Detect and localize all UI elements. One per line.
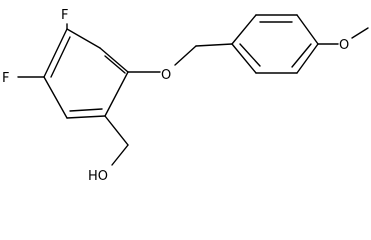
ch2-oh-bond [111,144,129,166]
fluorine-atom-lower: F [2,71,9,86]
o-ch2-bond [174,45,197,66]
ring-bond [104,71,129,117]
o-ch3-bond [351,27,369,39]
chemical-structure-diagram: F F O O HO [2,8,369,184]
ring-bond-double [50,36,71,78]
methoxyphenyl-ring [231,14,319,74]
ring-bond [66,115,106,119]
ring-bond [231,14,257,45]
ch2-ring-bond [195,43,233,47]
ring-bond [66,28,101,49]
ring-bond [99,47,129,73]
methoxy-oxygen-atom: O [339,38,349,53]
ring-bond-double [291,43,312,68]
hydroxyl-group-label: HO [88,169,108,184]
ring-bond [296,43,319,74]
ether-oxygen-atom: O [161,68,171,83]
ring-bond-double [239,43,261,67]
ring-bond-double [69,108,103,112]
ring-ch2-bond [104,115,129,146]
ring-bond [231,43,257,74]
difluorobenzene-ring [43,28,129,119]
ring-bond [296,14,319,45]
fluorine-atom-upper: F [61,8,68,23]
ring-bond [43,28,68,78]
ring-bond-double [104,55,126,74]
ring-bond [43,76,68,119]
